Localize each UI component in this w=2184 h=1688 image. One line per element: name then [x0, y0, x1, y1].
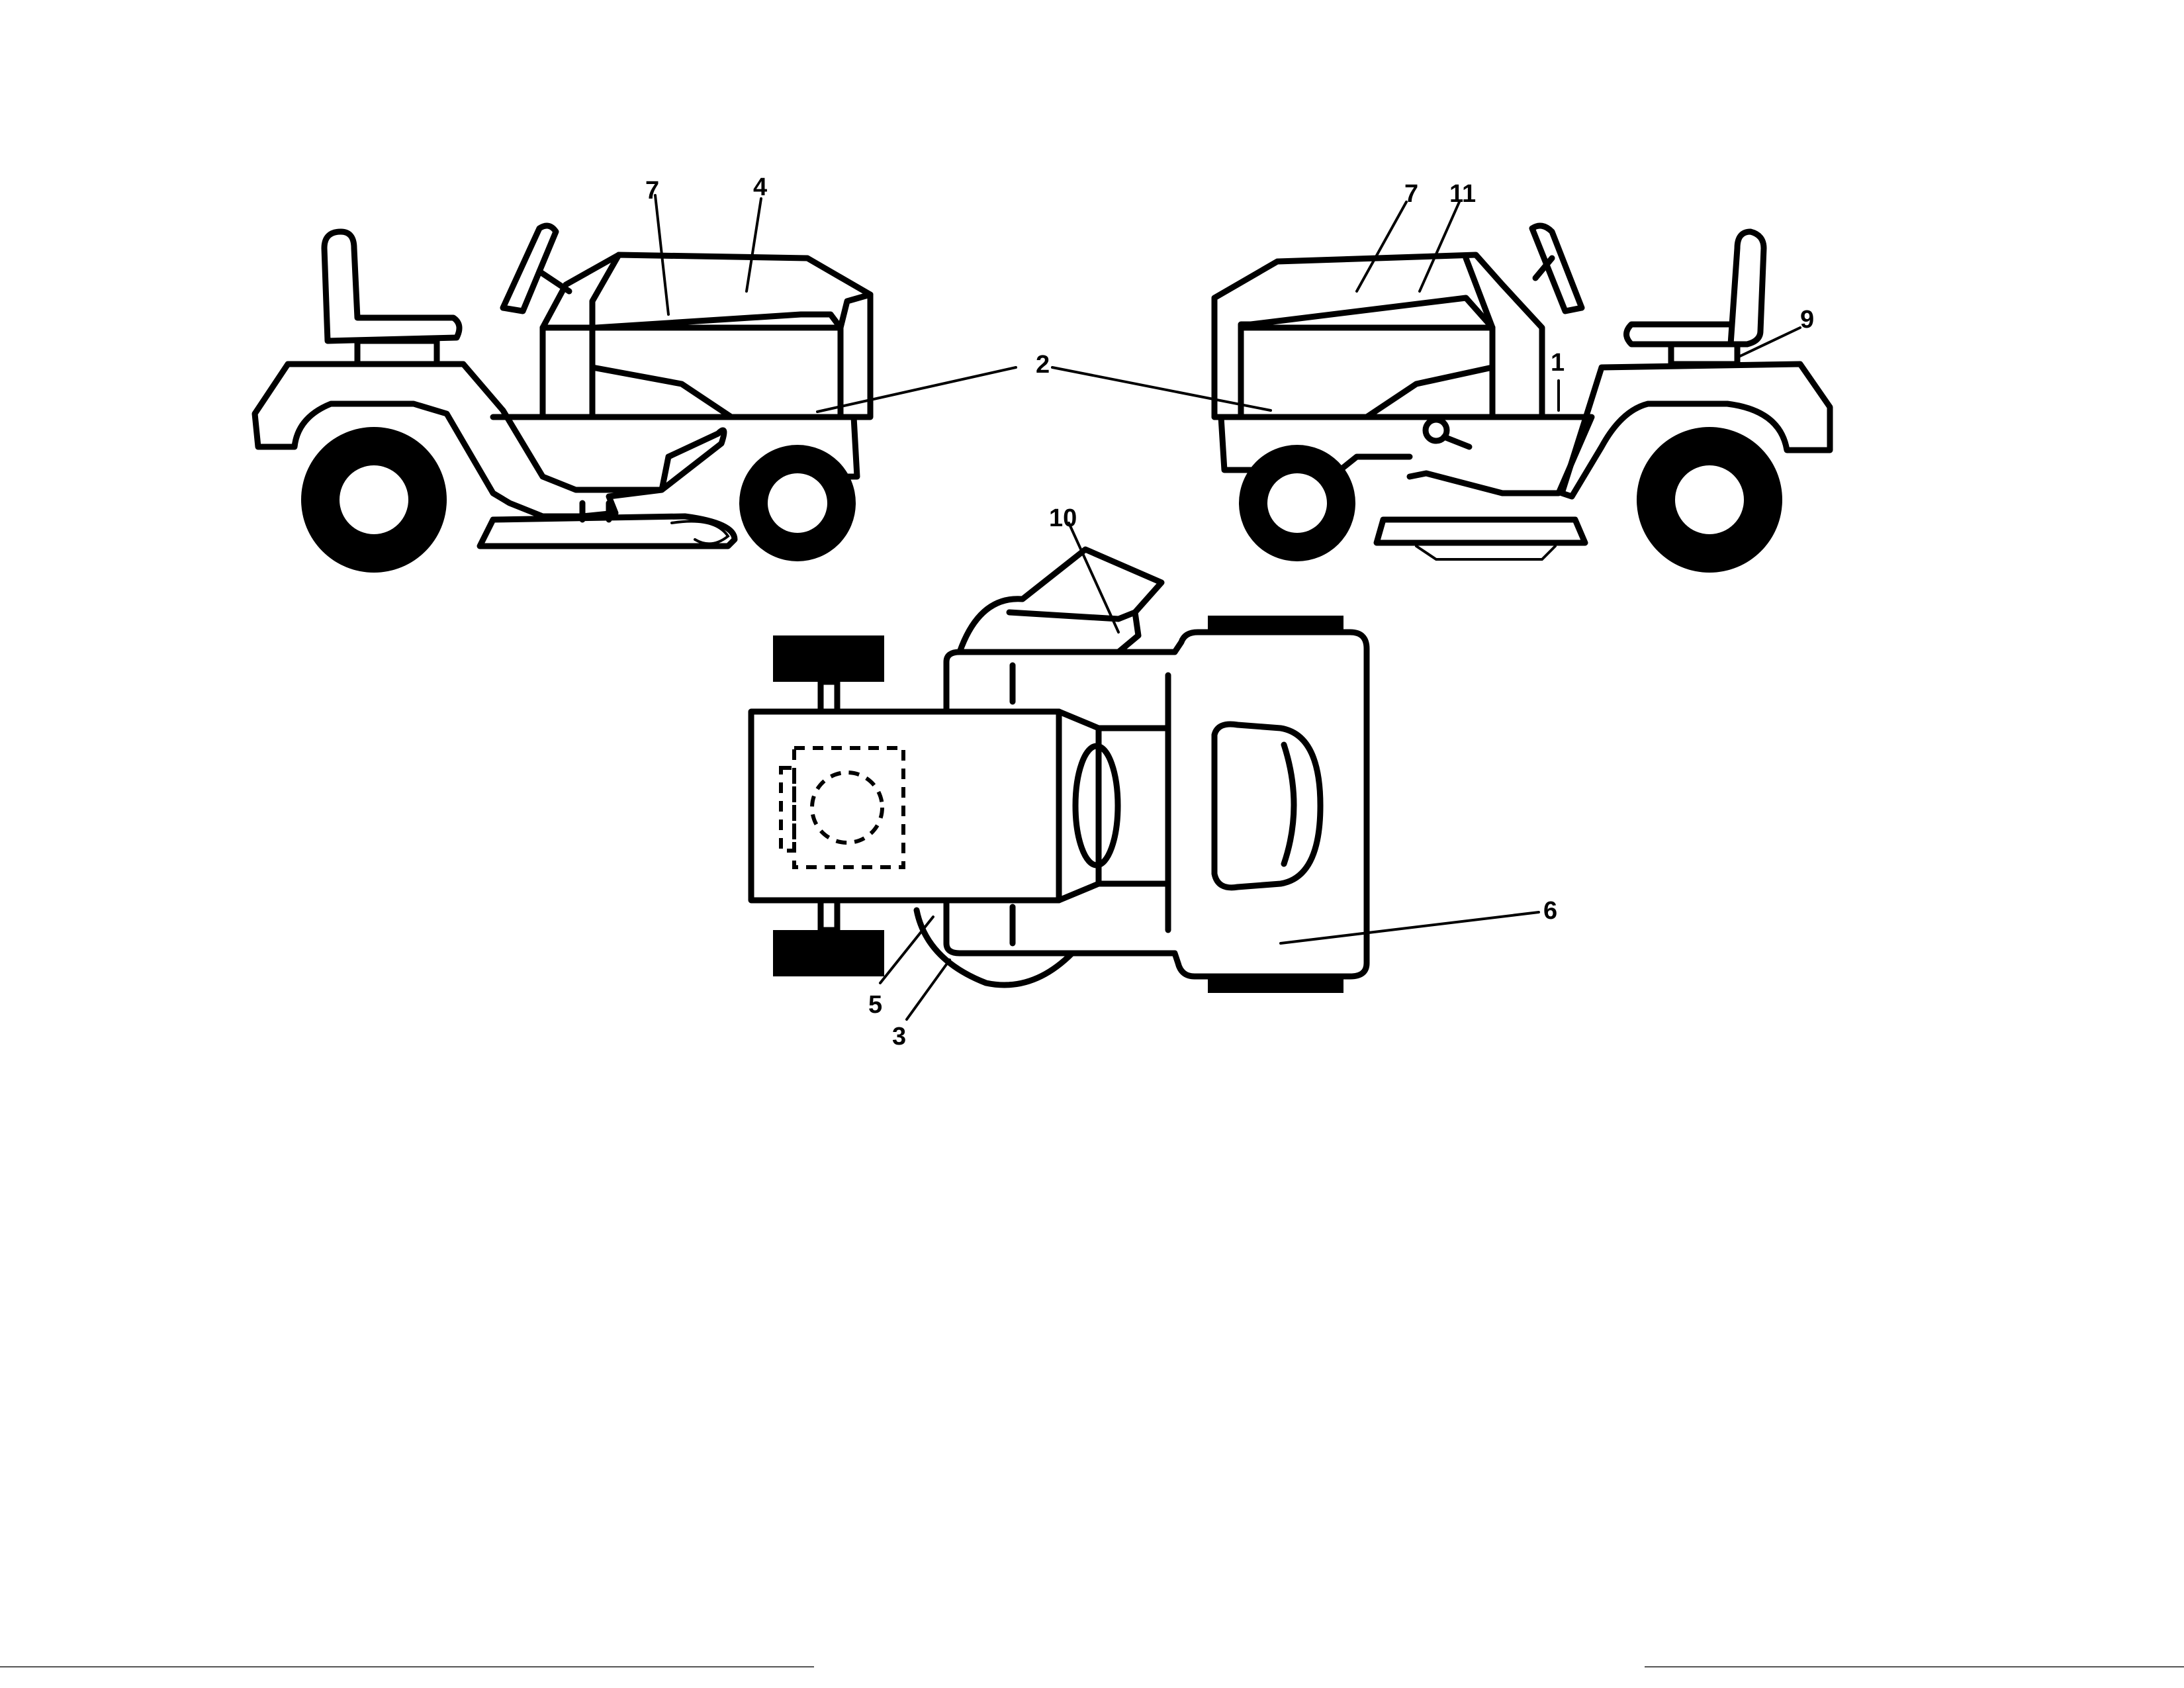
- callout-7-left: 7: [645, 177, 659, 205]
- callout-2: 2: [1036, 351, 1050, 379]
- front-tire-top: [773, 635, 884, 682]
- callout-11: 11: [1449, 180, 1476, 208]
- callout-1: 1: [1551, 349, 1565, 377]
- callout-3: 3: [892, 1023, 906, 1051]
- callout-5: 5: [868, 991, 882, 1019]
- callout-labels: 7 4 2 7 11 9 1 10 6 5 3: [645, 173, 1814, 1051]
- callout-7-right: 7: [1404, 180, 1418, 208]
- callout-9: 9: [1800, 306, 1814, 334]
- leader-lines: [654, 194, 1801, 1021]
- front-tire-bottom: [773, 930, 884, 976]
- tractor-right-side-view: [1211, 222, 1833, 573]
- callout-4: 4: [753, 173, 767, 201]
- tractor-left-side-view: [251, 222, 874, 573]
- callout-6: 6: [1543, 897, 1557, 925]
- tractor-top-view: [748, 546, 1370, 993]
- callout-10: 10: [1049, 504, 1077, 532]
